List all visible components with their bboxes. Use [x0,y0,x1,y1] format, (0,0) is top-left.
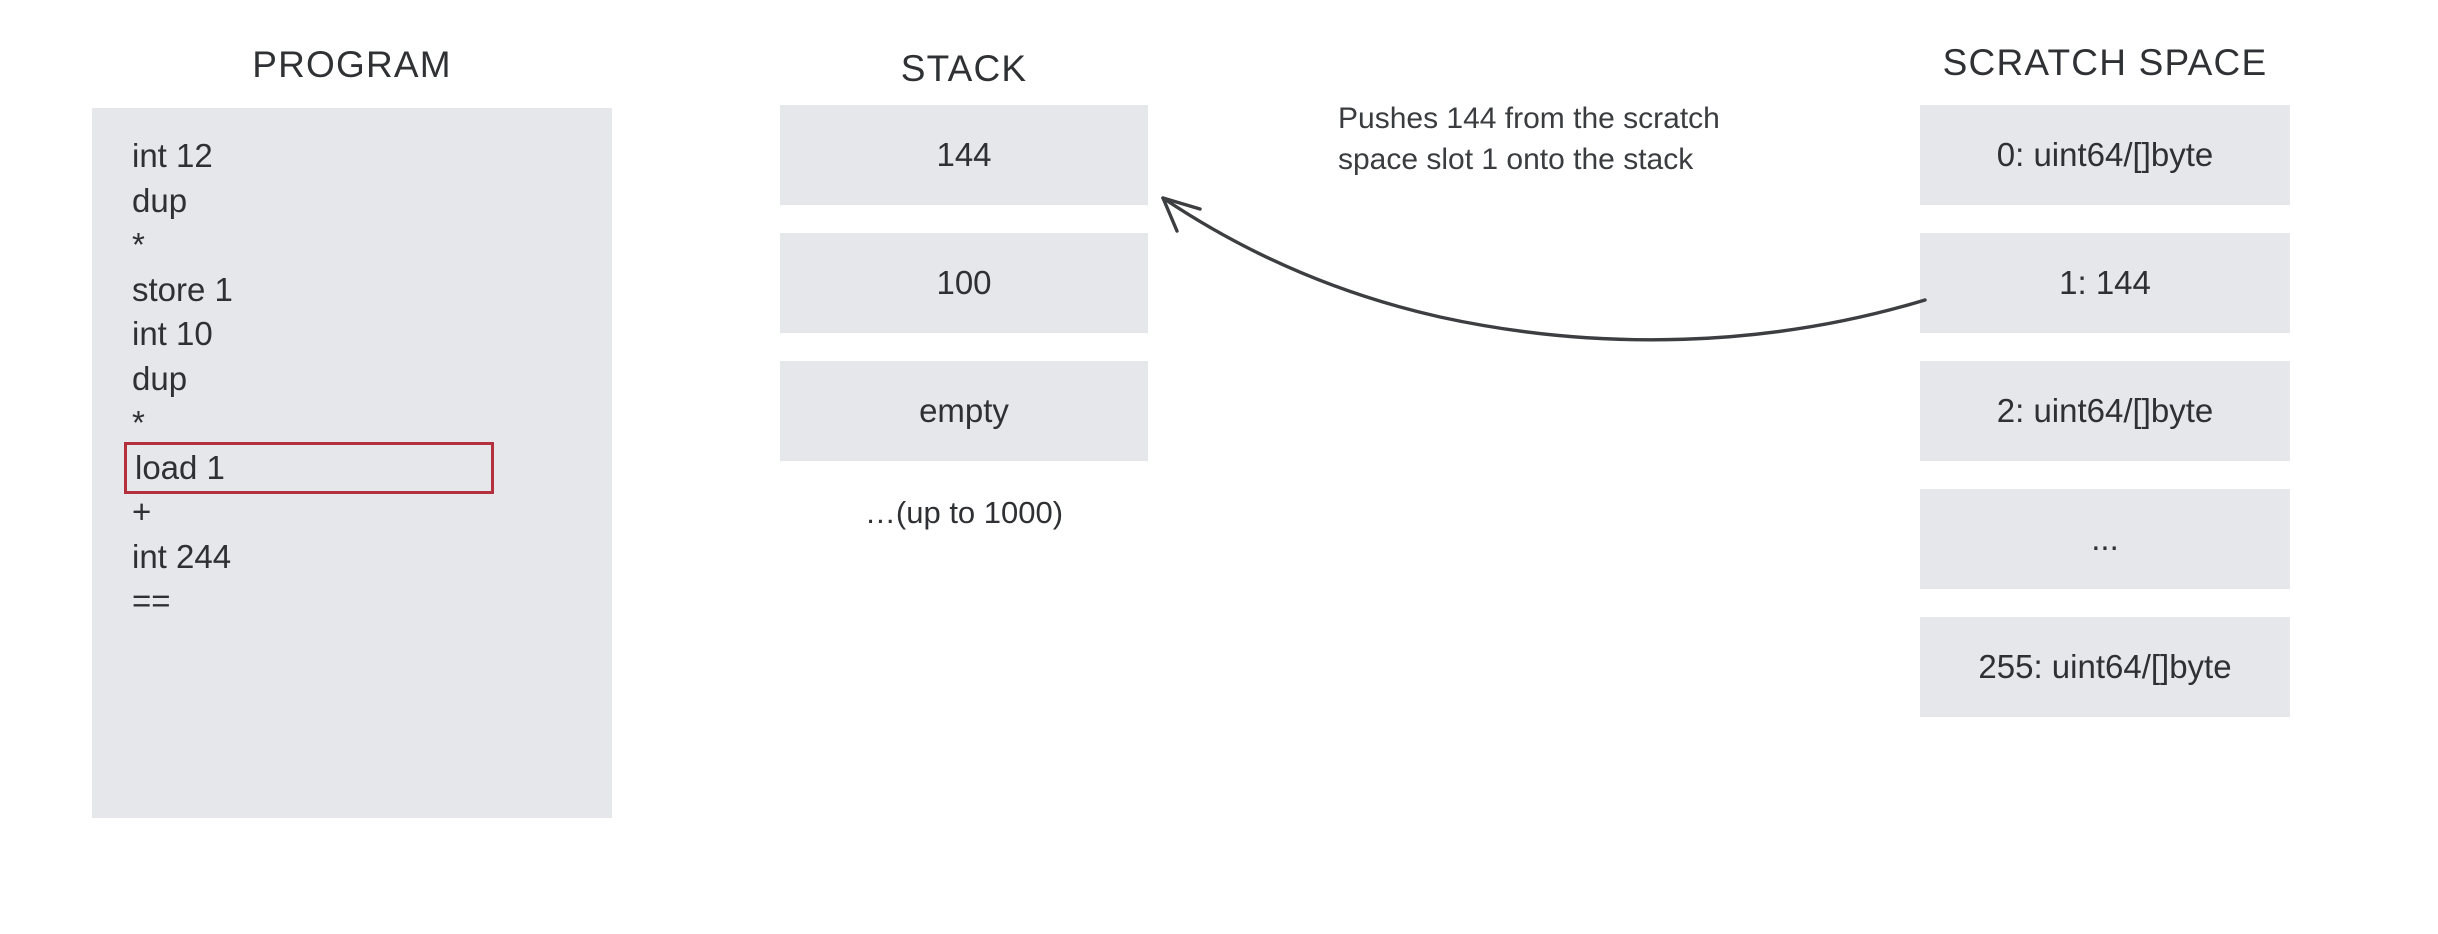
program-line: + [132,493,152,530]
program-column-heading: PROGRAM [252,44,452,85]
program-line: dup [132,181,188,219]
program-line: * [132,404,145,441]
stack-capacity-note: …(up to 1000) [864,495,1064,530]
scratch-space-slot: 255: uint64/[]byte [1920,617,2290,717]
scratch-space-slot: 1: 144 [1920,233,2290,333]
scratch-space-slot: 2: uint64/[]byte [1920,361,2290,461]
program-line: store 1 [132,270,233,308]
stack-slot: empty [780,361,1148,461]
scratch-space-column-heading: SCRATCH SPACE [1942,42,2268,83]
flow-arrow-curve [1161,196,1927,342]
stack-column-heading: STACK [900,48,1028,89]
program-line: int 244 [132,537,232,575]
annotation-line-2: space slot 1 onto the stack [1338,143,1694,177]
program-line: int 12 [132,137,213,174]
program-line: dup [132,359,188,397]
annotation-callout: Pushes 144 from the scratch space slot 1… [1338,98,1808,180]
program-line-highlighted: load 1 [124,441,494,494]
annotation-line-1: Pushes 144 from the scratch [1338,102,1720,135]
scratch-space-slot: ... [1920,489,2290,589]
program-line: int 10 [132,315,213,352]
scratch-space-slot: 0: uint64/[]byte [1920,105,2290,205]
program-line: * [132,226,145,263]
program-line: == [132,582,171,619]
flow-arrow-head [1161,196,1202,233]
stack-slot: 100 [780,233,1148,333]
stack-slot: 144 [780,105,1148,205]
